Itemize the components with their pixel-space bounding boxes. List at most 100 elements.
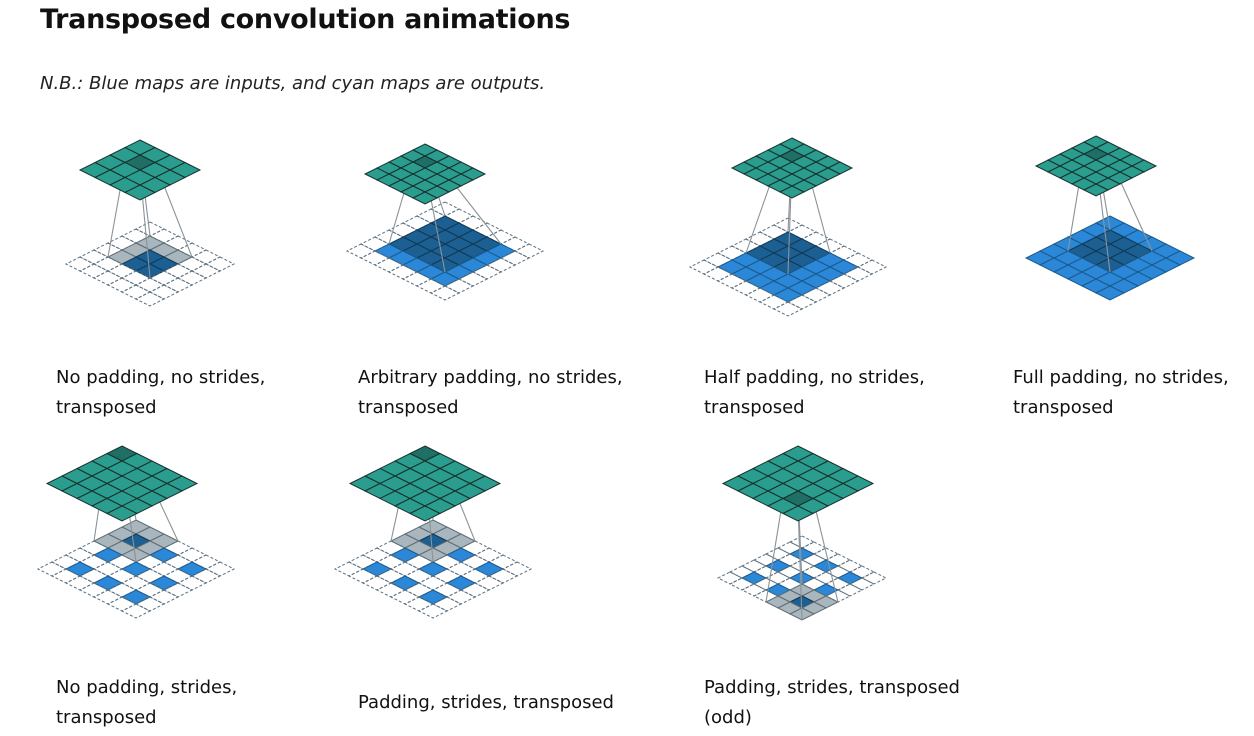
padding-cell (389, 561, 421, 577)
input-cell (740, 571, 768, 585)
padding-cell (836, 559, 864, 573)
input-cell (92, 575, 124, 591)
padding-cell (856, 259, 888, 275)
caption-line: Full padding, no strides, (1013, 367, 1229, 388)
padding-cell (120, 575, 152, 591)
output-cell (781, 505, 815, 522)
padding-cell (333, 561, 365, 577)
padding-cell (429, 285, 461, 301)
diagram-no-padding-strides (36, 445, 236, 619)
padding-cell (836, 583, 864, 597)
diagram-padding-strides-odd (716, 445, 888, 621)
padding-cell (788, 559, 816, 573)
input-cell (361, 561, 393, 577)
padding-cell (716, 571, 744, 585)
caption-no-padding-strides: No padding, strides, transposed (56, 673, 237, 733)
padding-cell (860, 571, 888, 585)
input-cell (417, 561, 449, 577)
padding-cell (389, 589, 421, 605)
diagram-padding-strides (333, 445, 533, 619)
padding-cell (64, 575, 96, 591)
output-cell (123, 184, 157, 201)
animation-full-padding-no-strides (1000, 128, 1230, 338)
input-cell (417, 589, 449, 605)
padding-cell (764, 547, 792, 561)
animation-half-padding-no-strides (688, 130, 950, 340)
padding-cell (36, 561, 68, 577)
output-cell (778, 185, 806, 199)
output-cell (105, 505, 139, 522)
padding-cell (78, 249, 110, 265)
padding-cell (148, 589, 180, 605)
padding-cell (176, 547, 208, 563)
input-cell (764, 559, 792, 573)
padding-cell (64, 547, 96, 563)
input-cell (148, 575, 180, 591)
caption-padding-strides: Padding, strides, transposed (358, 688, 614, 718)
caption-line: Arbitrary padding, no strides, (358, 367, 623, 388)
animation-no-padding-no-strides (40, 130, 300, 340)
animation-padding-strides (333, 438, 605, 648)
output-cell (408, 505, 442, 522)
projection-line (765, 498, 784, 603)
padding-cell (148, 284, 180, 300)
padding-cell (120, 603, 152, 619)
padding-cell (429, 201, 461, 217)
padding-cell (788, 535, 816, 549)
projection-line (812, 498, 839, 603)
caption-full-padding-no-strides: Full padding, no strides, transposed (1013, 363, 1229, 423)
animation-no-padding-strides (36, 438, 300, 648)
input-cell (788, 547, 816, 561)
diagram-full-padding-no-strides (1024, 135, 1196, 301)
padding-cell (176, 575, 208, 591)
padding-cell (204, 561, 236, 577)
padding-cell (848, 577, 876, 591)
diagram-half-padding-no-strides (688, 137, 888, 317)
padding-cell (120, 284, 152, 300)
caption-line: Padding, strides, transposed (358, 692, 614, 713)
padding-cell (134, 277, 166, 293)
input-cell (176, 561, 208, 577)
padding-cell (134, 291, 166, 307)
input-cell (836, 571, 864, 585)
caption-line: No padding, strides, (56, 677, 238, 698)
padding-cell (162, 277, 194, 293)
caption-line: transposed (358, 397, 459, 418)
padding-cell (473, 547, 505, 563)
padding-cell (176, 270, 208, 286)
padding-cell (204, 256, 236, 272)
padding-cell (772, 301, 804, 317)
output-cell (411, 191, 439, 205)
padding-cell (148, 561, 180, 577)
input-cell (812, 559, 840, 573)
caption-line: Padding, strides, transposed (704, 677, 960, 698)
caption-line: Half padding, no strides, (704, 367, 925, 388)
padding-cell (513, 243, 545, 259)
padding-cell (812, 571, 840, 585)
padding-cell (64, 256, 96, 272)
caption-padding-strides-odd: Padding, strides, transposed (odd) (704, 673, 960, 733)
padding-cell (445, 589, 477, 605)
caption-half-padding-no-strides: Half padding, no strides, transposed (704, 363, 925, 423)
padding-cell (688, 259, 720, 275)
caption-arbitrary-padding-no-strides: Arbitrary padding, no strides, transpose… (358, 363, 623, 423)
input-cell (64, 561, 96, 577)
padding-cell (92, 270, 124, 286)
caption-line: transposed (56, 707, 157, 728)
input-cell (1094, 285, 1126, 301)
input-cell (120, 589, 152, 605)
caption-line: transposed (1013, 397, 1114, 418)
padding-cell (473, 575, 505, 591)
padding-cell (417, 603, 449, 619)
padding-cell (501, 561, 533, 577)
padding-cell (740, 559, 768, 573)
input-cell (389, 575, 421, 591)
caption-line: transposed (704, 397, 805, 418)
padding-cell (92, 561, 124, 577)
padding-cell (740, 583, 768, 597)
caption-no-padding-no-strides: No padding, no strides, transposed (56, 363, 265, 423)
padding-cell (78, 263, 110, 279)
caption-line: transposed (56, 397, 157, 418)
diagram-arbitrary-padding-no-strides (345, 143, 545, 301)
animation-padding-strides-odd (690, 438, 950, 648)
